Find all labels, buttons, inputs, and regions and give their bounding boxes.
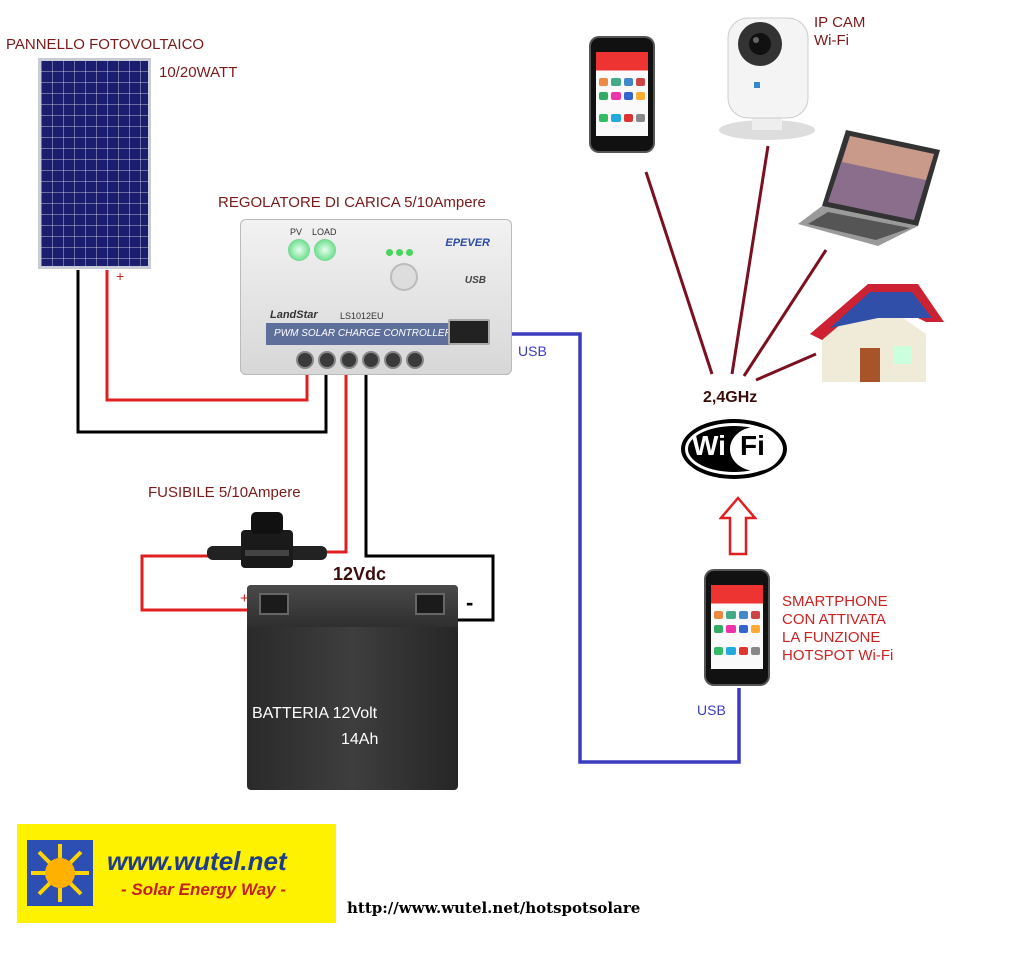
battery-terminal-icon (415, 593, 445, 615)
source-url-link[interactable]: http://www.wutel.net/hotspotsolare (347, 899, 641, 917)
battery-icon: BATTERIA 12Volt 14Ah (247, 585, 458, 790)
wutel-logo: www.wutel.net - Solar Energy Way - (17, 824, 336, 923)
sun-icon (27, 840, 93, 906)
battery-plus-sign: + (240, 590, 249, 607)
fuse-icon (207, 512, 327, 568)
load-led-icon (314, 239, 336, 261)
laptop-icon (798, 130, 940, 246)
terminal-icon (406, 351, 424, 369)
panel-positive-wire (105, 270, 309, 402)
usb-port-icon (448, 319, 490, 345)
usb-cable (486, 332, 741, 764)
ipcam-label-line1: IP CAM (814, 14, 866, 31)
wifi-logo-icon: Wi Fi (680, 418, 788, 480)
phone-usb-label: USB (697, 702, 726, 718)
solar-panel-power: 10/20WATT (159, 64, 238, 81)
battery-terminal-icon (259, 593, 289, 615)
up-arrow-icon (719, 496, 757, 556)
panel-negative-wire (76, 270, 328, 434)
charge-controller-icon: PV LOAD EPEVER USB LandStar LS1012EU PWM… (240, 219, 512, 375)
logo-tagline: - Solar Energy Way - (121, 880, 287, 899)
controller-maker: EPEVER (445, 237, 490, 249)
battery-minus-sign: - (466, 590, 474, 615)
wifi-logo-shape (681, 419, 787, 479)
hotspot-line3: LA FUNZIONE (782, 629, 881, 646)
panel-plus-sign: + (116, 268, 125, 284)
status-led-icon (396, 249, 403, 256)
wifi-frequency: 2,4GHz (703, 389, 758, 406)
battery-negative-wire (364, 372, 495, 622)
hotspot-line4: HOTSPOT Wi-Fi (782, 647, 894, 664)
fuse-title: FUSIBILE 5/10Ampere (148, 484, 301, 501)
terminal-icon (340, 351, 358, 369)
solar-panel-icon (38, 58, 151, 269)
battery-capacity: 14Ah (341, 731, 379, 748)
controller-usb-label: USB (518, 343, 547, 359)
fuse-to-battery-wire (140, 554, 265, 612)
battery-positive-wire (322, 372, 348, 554)
logo-site: www.wutel.net (107, 846, 287, 876)
wifi-link-laptop (742, 249, 828, 377)
smartphone-icon (706, 571, 768, 684)
controller-brand: LandStar (270, 309, 318, 321)
terminal-icon (384, 351, 402, 369)
hotspot-line1: SMARTPHONE (782, 593, 888, 610)
battery-voltage: 12Vdc (333, 564, 387, 584)
status-led-icon (406, 249, 413, 256)
phone-screen (596, 52, 648, 136)
controller-model: LS1012EU (340, 311, 384, 321)
phone-screen (711, 585, 763, 669)
terminal-icon (296, 351, 314, 369)
wifi-logo-left: Wi (692, 430, 726, 461)
battery-top (247, 585, 458, 627)
battery-label: BATTERIA 12Volt (252, 705, 378, 722)
terminal-icon (318, 351, 336, 369)
wifi-link-ipcam (730, 145, 770, 375)
wifi-logo-right: Fi (740, 430, 765, 461)
wifi-link-phone (644, 171, 714, 375)
ipcam-label-line2: Wi-Fi (814, 32, 849, 49)
controller-title: REGOLATORE DI CARICA 5/10Ampere (218, 194, 486, 211)
house-icon (810, 284, 944, 382)
solar-panel-title: PANNELLO FOTOVOLTAICO (6, 36, 205, 53)
controller-pv-label: PV (290, 227, 303, 237)
hotspot-line2: CON ATTIVATA (782, 611, 886, 628)
controller-band: PWM SOLAR CHARGE CONTROLLER (266, 323, 488, 345)
controller-usb-mark: USB (464, 275, 486, 286)
wifi-link-house (755, 352, 817, 382)
pv-led-icon (288, 239, 310, 261)
status-led-icon (386, 249, 393, 256)
controller-button-icon (390, 263, 418, 291)
smartphone-icon (591, 38, 653, 151)
ip-camera-icon (719, 17, 815, 140)
terminal-icon (362, 351, 380, 369)
controller-load-label: LOAD (312, 227, 337, 237)
